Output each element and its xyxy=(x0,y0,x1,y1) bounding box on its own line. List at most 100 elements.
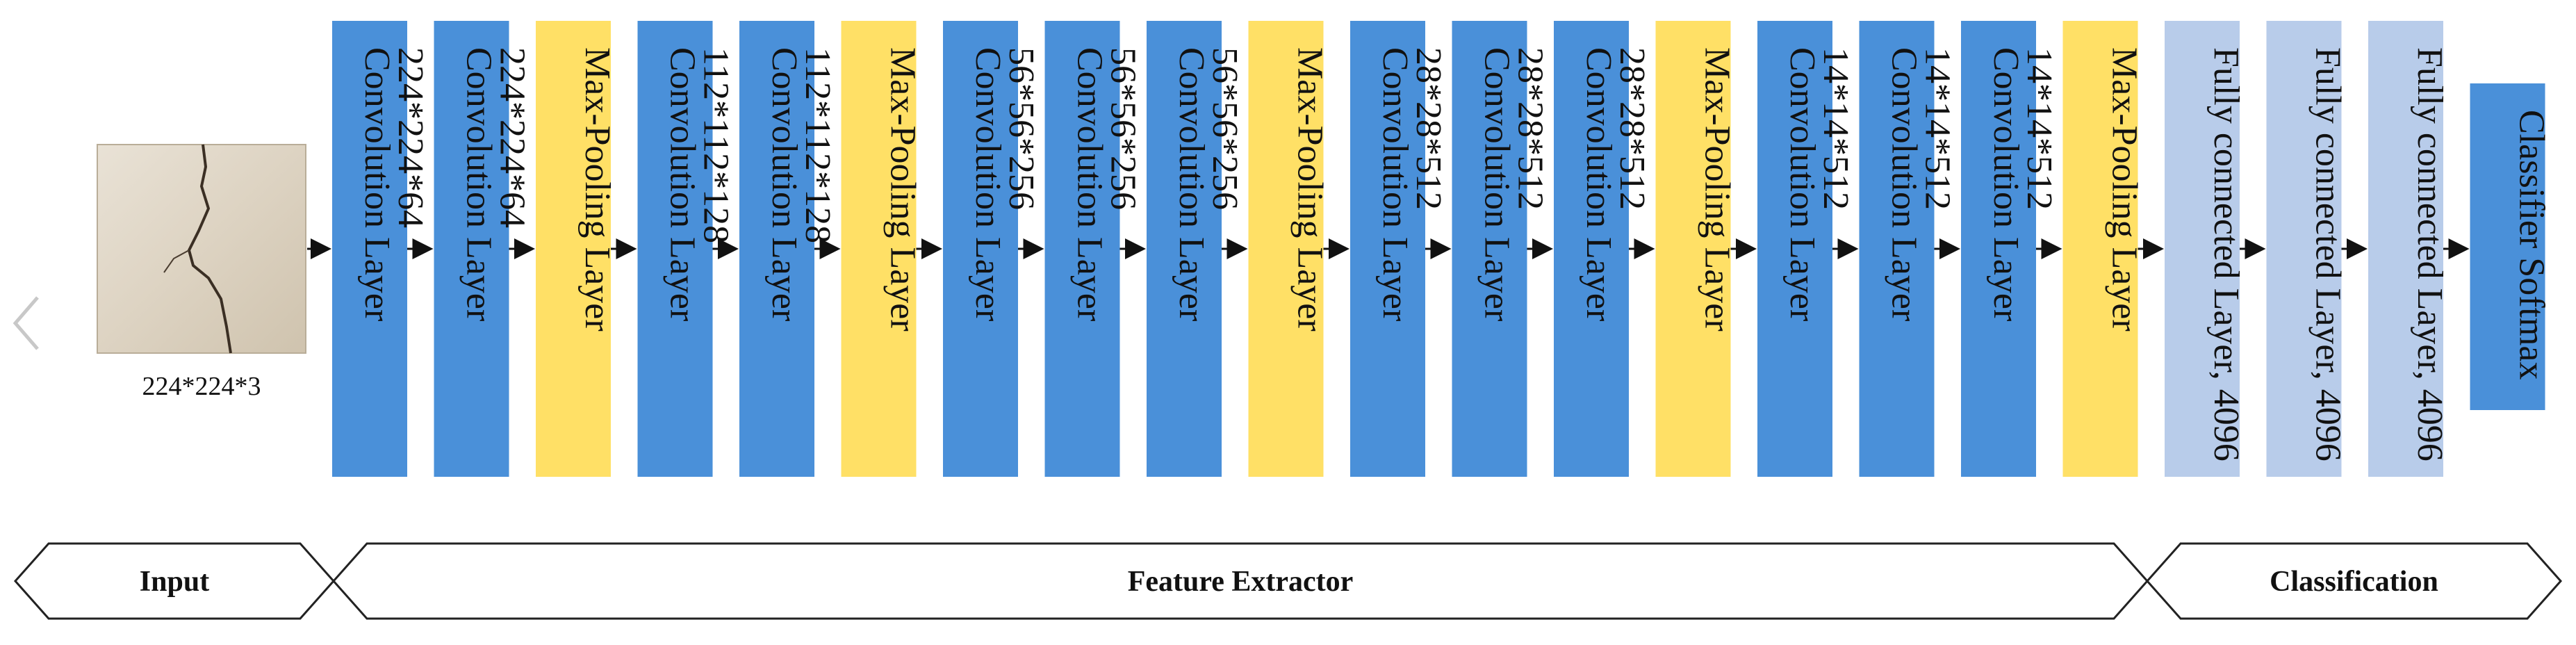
layer-label-line: 14*14*512 xyxy=(1918,47,1958,210)
layer-box xyxy=(1757,21,1832,477)
layer-label: Classifier Softmax xyxy=(2512,110,2552,380)
layer-label-line: Convolution Layer xyxy=(764,47,804,321)
layer-label: Convolution Layer28*28*512 xyxy=(1375,47,1448,321)
layer-label-line: 28*28*512 xyxy=(1612,47,1652,210)
layer-label: Convolution Layer14*14*512 xyxy=(1885,47,1958,321)
stage-banner xyxy=(331,542,2149,620)
layer-fc: Fully connected Layer, 4096 xyxy=(2266,21,2348,477)
layer-conv: Convolution Layer14*14*512 xyxy=(1859,21,1958,477)
layer-label-line: Convolution Layer xyxy=(1172,47,1211,321)
layer-label: Max-Pooling Layer xyxy=(1290,47,1330,332)
layer-label-line: 56*56*256 xyxy=(1205,47,1245,210)
layer-pool: Max-Pooling Layer xyxy=(1655,21,1737,477)
layer-label: Fully connected Layer, 4096 xyxy=(2206,47,2246,462)
layer-label-line: Convolution Layer xyxy=(459,47,499,321)
layer-label-line: Max-Pooling Layer xyxy=(577,47,617,332)
layer-label: Convolution Layer56*56*256 xyxy=(968,47,1041,321)
layer-label: Convolution Layer28*28*512 xyxy=(1477,47,1550,321)
layer-conv: Convolution Layer28*28*512 xyxy=(1554,21,1652,477)
layer-label-line: 14*14*512 xyxy=(2019,47,2059,210)
stage-label: Classification xyxy=(2270,566,2438,598)
layer-label: Max-Pooling Layer xyxy=(2105,47,2144,332)
layer-label-line: 28*28*512 xyxy=(1409,47,1448,210)
layer-conv: Convolution Layer224*224*64 xyxy=(434,21,532,477)
stage-label: Input xyxy=(140,566,209,598)
layer-box xyxy=(943,21,1018,477)
layer-label-line: Fully connected Layer, 4096 xyxy=(2410,47,2450,462)
layer-box xyxy=(841,21,917,477)
layer-label: Fully connected Layer, 4096 xyxy=(2308,47,2348,462)
chevron-left-icon[interactable] xyxy=(10,292,44,354)
layer-box xyxy=(2266,21,2342,477)
layer-box xyxy=(2470,83,2545,410)
layer-label-line: 224*224*64 xyxy=(391,47,430,228)
layer-label-line: Max-Pooling Layer xyxy=(1290,47,1330,332)
layer-label: Convolution Layer56*56*256 xyxy=(1070,47,1143,321)
layer-label: Max-Pooling Layer xyxy=(883,47,923,332)
stage-banner xyxy=(13,542,336,620)
layer-box xyxy=(1147,21,1222,477)
layer-pool: Max-Pooling Layer xyxy=(841,21,923,477)
layer-box xyxy=(1859,21,1935,477)
layer-conv: Convolution Layer56*56*256 xyxy=(943,21,1041,477)
layer-label-line: 112*112*128 xyxy=(798,47,837,243)
layer-label: Convolution Layer112*112*128 xyxy=(663,47,736,321)
layer-label-line: Max-Pooling Layer xyxy=(2105,47,2144,332)
layer-label: Max-Pooling Layer xyxy=(577,47,617,332)
layer-label: Convolution Layer14*14*512 xyxy=(1782,47,1855,321)
layer-box xyxy=(1350,21,1425,477)
layer-label-line: 28*28*512 xyxy=(1511,47,1550,210)
layer-conv: Convolution Layer28*28*512 xyxy=(1350,21,1448,477)
stage-banner xyxy=(2145,542,2563,620)
layer-label: Convolution Layer112*112*128 xyxy=(764,47,837,321)
layer-box xyxy=(1452,21,1527,477)
layer-pool: Max-Pooling Layer xyxy=(2062,21,2144,477)
layer-label-line: 224*224*64 xyxy=(493,47,532,228)
layer-box xyxy=(2165,21,2240,477)
layer-classifier: Classifier Softmax xyxy=(2470,83,2552,410)
layer-label-line: Fully connected Layer, 4096 xyxy=(2308,47,2348,462)
layer-box xyxy=(1961,21,2036,477)
input-image xyxy=(97,144,306,354)
layer-label-line: Convolution Layer xyxy=(1885,47,1924,321)
layer-label-line: 112*112*128 xyxy=(696,47,736,243)
layer-box xyxy=(1655,21,1731,477)
layer-label-line: Fully connected Layer, 4096 xyxy=(2206,47,2246,462)
layer-box xyxy=(739,21,814,477)
layer-pool: Max-Pooling Layer xyxy=(536,21,617,477)
layer-label: Convolution Layer28*28*512 xyxy=(1579,47,1652,321)
layer-conv: Convolution Layer56*56*256 xyxy=(1147,21,1245,477)
layer-label-line: Convolution Layer xyxy=(1070,47,1110,321)
layer-pool: Max-Pooling Layer xyxy=(1248,21,1330,477)
layer-label: Convolution Layer56*56*256 xyxy=(1172,47,1245,321)
layer-box xyxy=(1554,21,1629,477)
layer-conv: Convolution Layer56*56*256 xyxy=(1044,21,1143,477)
layer-label-line: Convolution Layer xyxy=(1986,47,2026,321)
layer-label-line: Convolution Layer xyxy=(1782,47,1822,321)
layer-label-line: Convolution Layer xyxy=(1579,47,1618,321)
layer-label-line: 56*56*256 xyxy=(1104,47,1143,210)
layer-label-line: Convolution Layer xyxy=(1477,47,1517,321)
layer-box xyxy=(1248,21,1324,477)
layer-label: Convolution Layer224*224*64 xyxy=(459,47,532,321)
layer-label-line: Convolution Layer xyxy=(663,47,703,321)
layer-box xyxy=(536,21,611,477)
layer-box xyxy=(332,21,407,477)
input-size-label: 224*224*3 xyxy=(142,372,261,401)
layer-conv: Convolution Layer112*112*128 xyxy=(637,21,736,477)
layer-box xyxy=(2062,21,2138,477)
layer-label: Convolution Layer224*224*64 xyxy=(357,47,430,321)
layer-label-line: Max-Pooling Layer xyxy=(1698,47,1737,332)
layer-conv: Convolution Layer224*224*64 xyxy=(332,21,430,477)
layer-fc: Fully connected Layer, 4096 xyxy=(2165,21,2246,477)
layer-label-line: Max-Pooling Layer xyxy=(883,47,923,332)
layer-label: Fully connected Layer, 4096 xyxy=(2410,47,2450,462)
layer-label-line: Classifier Softmax xyxy=(2512,110,2552,380)
layer-label-line: 14*14*512 xyxy=(1816,47,1855,210)
layer-conv: Convolution Layer112*112*128 xyxy=(739,21,837,477)
layer-box xyxy=(434,21,509,477)
layer-box xyxy=(2368,21,2443,477)
layer-conv: Convolution Layer14*14*512 xyxy=(1961,21,2059,477)
